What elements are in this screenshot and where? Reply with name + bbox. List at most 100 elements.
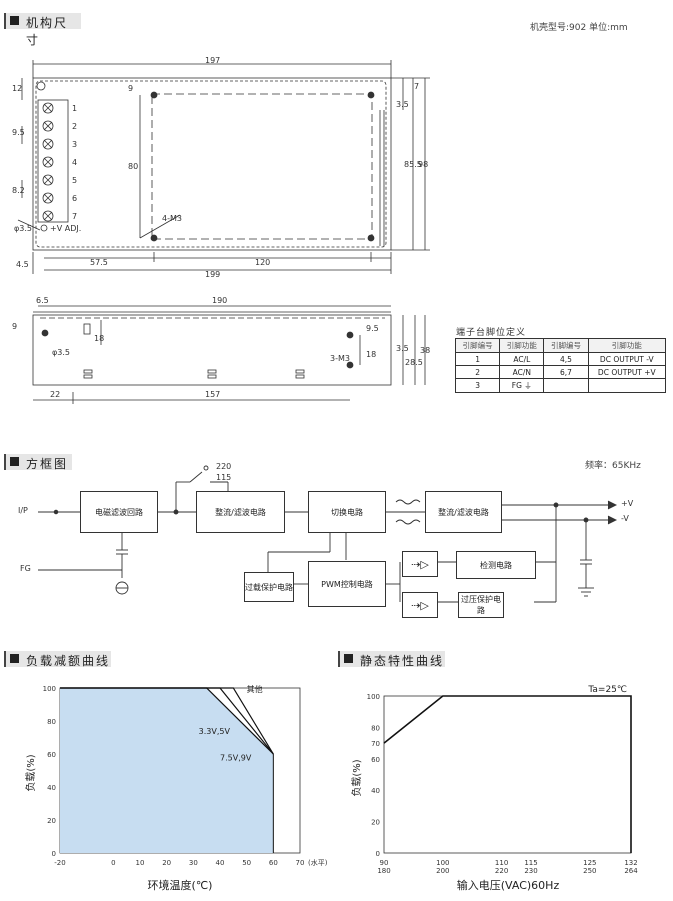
cell: FG ⏚ — [499, 378, 545, 393]
cell: AC/L — [499, 352, 545, 366]
vent-slot — [295, 374, 305, 379]
y-tick-label: 0 — [52, 850, 56, 858]
x-tick-label: 110 — [495, 859, 508, 867]
dim-side-9: 9 — [12, 322, 18, 331]
vent-slot — [295, 369, 305, 374]
y-axis-label: 负载(%) — [350, 759, 363, 796]
side-mount-hole — [41, 329, 49, 337]
y-tick-label: 100 — [43, 685, 56, 693]
x-tick-label-2: 200 — [436, 867, 449, 875]
fg-label: FG — [20, 564, 31, 573]
series-label: 其他 — [247, 684, 263, 694]
dim-57-5: 57.5 — [90, 258, 108, 267]
output-plus-label: +V — [621, 499, 634, 508]
output-minus-label: -V — [621, 514, 629, 523]
x-tick-label-2: 250 — [583, 867, 596, 875]
pcb-region — [151, 93, 373, 240]
top-view-outline — [32, 77, 392, 251]
x-tick-label-2: 180 — [377, 867, 390, 875]
dim-side-9-5: 9.5 — [366, 324, 379, 333]
y-tick-label: 20 — [47, 817, 56, 825]
section-title: 负载减额曲线 — [26, 654, 111, 668]
block-diagram-wires — [38, 465, 618, 603]
terminal-number: 7 — [72, 212, 78, 221]
side-mount-hole — [346, 361, 354, 369]
dim-side-18: 18 — [94, 334, 105, 343]
dim-197: 197 — [205, 56, 221, 65]
x-tick-label: 60 — [269, 859, 278, 867]
series-label: 7.5V,9V — [220, 754, 252, 763]
x-tick-label: 70 — [296, 859, 305, 867]
terminal-number: 1 — [72, 104, 78, 113]
cell: 1 — [454, 352, 501, 366]
x-tick-label: 90 — [380, 859, 389, 867]
section-header-derating: 负载减额曲线 — [4, 651, 111, 668]
header-cell: 引脚编号 — [543, 338, 589, 353]
dim-12: 12 — [12, 84, 23, 93]
x-tick-label: -20 — [54, 859, 65, 867]
x-tick-label: 115 — [524, 859, 537, 867]
dim-22: 22 — [50, 390, 61, 399]
derating-area — [60, 688, 274, 853]
pin-table-title: 端子台脚位定义 — [456, 328, 527, 338]
bullet-square-icon — [344, 654, 353, 663]
cell: 3 — [454, 378, 501, 393]
vent-slot — [83, 369, 93, 374]
y-tick-label: 80 — [47, 718, 56, 726]
mechanical-drawing — [17, 60, 430, 404]
cell: DC OUTPUT -V — [587, 352, 667, 366]
x-tick-label-2: 230 — [524, 867, 537, 875]
cell — [543, 378, 589, 393]
x-tick-label-2: 264 — [624, 867, 638, 875]
x-tick-label: 100 — [436, 859, 449, 867]
cell — [587, 378, 667, 393]
section-title: 方框图 — [26, 457, 69, 471]
bullet-square-icon — [10, 16, 19, 25]
optocoupler-2: ⇢▷ — [402, 592, 438, 618]
bullet-square-icon — [10, 654, 19, 663]
cell: AC/N — [499, 365, 545, 379]
dim-9-5: 9.5 — [12, 128, 25, 137]
table-header-row: 引脚编号 引脚功能 引脚编号 引脚功能 — [454, 338, 667, 353]
vent-slot — [83, 323, 91, 335]
pin-definition-table: 引脚编号 引脚功能 引脚编号 引脚功能 1 AC/L 4,5 DC OUTPUT… — [454, 338, 667, 393]
mount-hole — [150, 91, 158, 99]
vadj-potentiometer — [40, 224, 48, 232]
temperature-annotation: Ta=25℃ — [587, 685, 627, 695]
table-row: 1 AC/L 4,5 DC OUTPUT -V — [454, 352, 667, 366]
section-title: 机构尺寸 — [26, 16, 69, 47]
section-title: 静态特性曲线 — [360, 654, 445, 668]
terminal-number: 4 — [72, 158, 78, 167]
header-cell: 引脚功能 — [499, 338, 545, 353]
x-axis-label: 输入电压(VAC)60Hz — [457, 878, 560, 892]
mount-hole — [36, 81, 46, 91]
dim-80: 80 — [128, 162, 139, 171]
terminal-number: 2 — [72, 122, 78, 131]
input-label: I/P — [18, 506, 28, 515]
x-tick-label: 50 — [242, 859, 251, 867]
dim-9: 9 — [128, 84, 134, 93]
x-tick-label: 30 — [189, 859, 198, 867]
emi-filter-block: 电磁滤波回路 — [80, 491, 158, 533]
static-chart: 9018010020011022011523012525013226402040… — [350, 685, 638, 892]
x-tick-label: 0 — [111, 859, 115, 867]
dim-85-5: 85.5 — [404, 160, 422, 169]
side-mount-hole — [346, 331, 354, 339]
dim-4-m3: 4-M3 — [162, 214, 182, 223]
frequency-note: 频率：65KHz — [585, 461, 641, 471]
voltage-220-label: 220 — [216, 462, 232, 471]
dim-side-18b: 18 — [366, 350, 377, 359]
header-cell: 引脚编号 — [454, 338, 501, 353]
dim-8-2: 8.2 — [12, 186, 25, 195]
y-tick-label: 40 — [371, 787, 380, 795]
label-v-adj: +V ADJ. — [50, 224, 82, 233]
dim-side-phi: φ3.5 — [52, 348, 70, 357]
dim-side-38: 38 — [420, 346, 431, 355]
dim-199: 199 — [205, 270, 221, 279]
dim-190: 190 — [212, 296, 228, 305]
detection-block: 检测电路 — [456, 551, 536, 579]
vent-slot — [207, 374, 217, 379]
table-row: 3 FG ⏚ — [454, 378, 667, 393]
dim-120: 120 — [255, 258, 271, 267]
overvoltage-protection-block: 过压保护电路 — [458, 592, 504, 618]
